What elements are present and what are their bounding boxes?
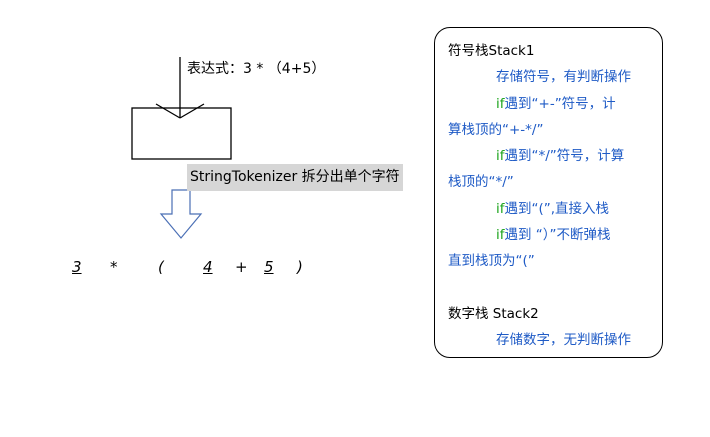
rule-3-text: 遇到“(”,直接入栈 [504, 200, 610, 217]
symbol-stack-desc: 存储符号，有判断操作 [496, 69, 631, 86]
rule-1-text: 遇到“+-”符号，计 [504, 95, 616, 112]
rule-2-cont: 栈顶的“*/” [448, 174, 514, 191]
number-stack-desc: 存储数字，无判断操作 [496, 332, 631, 349]
token-3: 3 [72, 258, 82, 276]
tokenizer-box [131, 107, 232, 160]
rule-2-text: 遇到“*/”符号，计算 [504, 148, 625, 165]
stack-panel-content: 符号栈Stack1 存储符号，有判断操作 if遇到“+-”符号，计 算栈顶的“+… [448, 38, 660, 354]
rule-4: if遇到 “）”不断弹栈 [448, 222, 660, 248]
token-close-paren: ) [297, 258, 303, 276]
rule-1-cont: 算栈顶的“+-*/” [448, 121, 544, 138]
input-arrow-head-right [179, 103, 205, 119]
number-stack-title: 数字栈 Stack2 [448, 305, 539, 322]
rule-1: if遇到“+-”符号，计 [448, 91, 660, 117]
rule-3: if遇到“(”,直接入栈 [448, 196, 660, 222]
token-multiply: * [110, 258, 118, 276]
input-arrow-head-left [155, 103, 181, 119]
down-arrow [159, 189, 203, 239]
rule-2: if遇到“*/”符号，计算 [448, 143, 660, 169]
if-keyword: if [496, 95, 505, 112]
if-keyword: if [496, 200, 505, 217]
rule-4-cont: 直到栈顶为“(” [448, 253, 535, 270]
token-open-paren: ( [158, 258, 164, 276]
tokenizer-label: StringTokenizer 拆分出单个字符 [187, 164, 403, 191]
stack-panel [434, 27, 663, 358]
expression-label: 表达式：3 * （4+5） [187, 61, 326, 77]
if-keyword: if [496, 227, 505, 244]
token-plus: + [235, 258, 248, 276]
rule-4-text: 遇到 “）”不断弹栈 [504, 227, 611, 244]
token-4: 4 [203, 258, 213, 276]
token-5: 5 [264, 258, 274, 276]
if-keyword: if [496, 148, 505, 165]
spacer [448, 275, 660, 301]
symbol-stack-title: 符号栈Stack1 [448, 43, 535, 59]
